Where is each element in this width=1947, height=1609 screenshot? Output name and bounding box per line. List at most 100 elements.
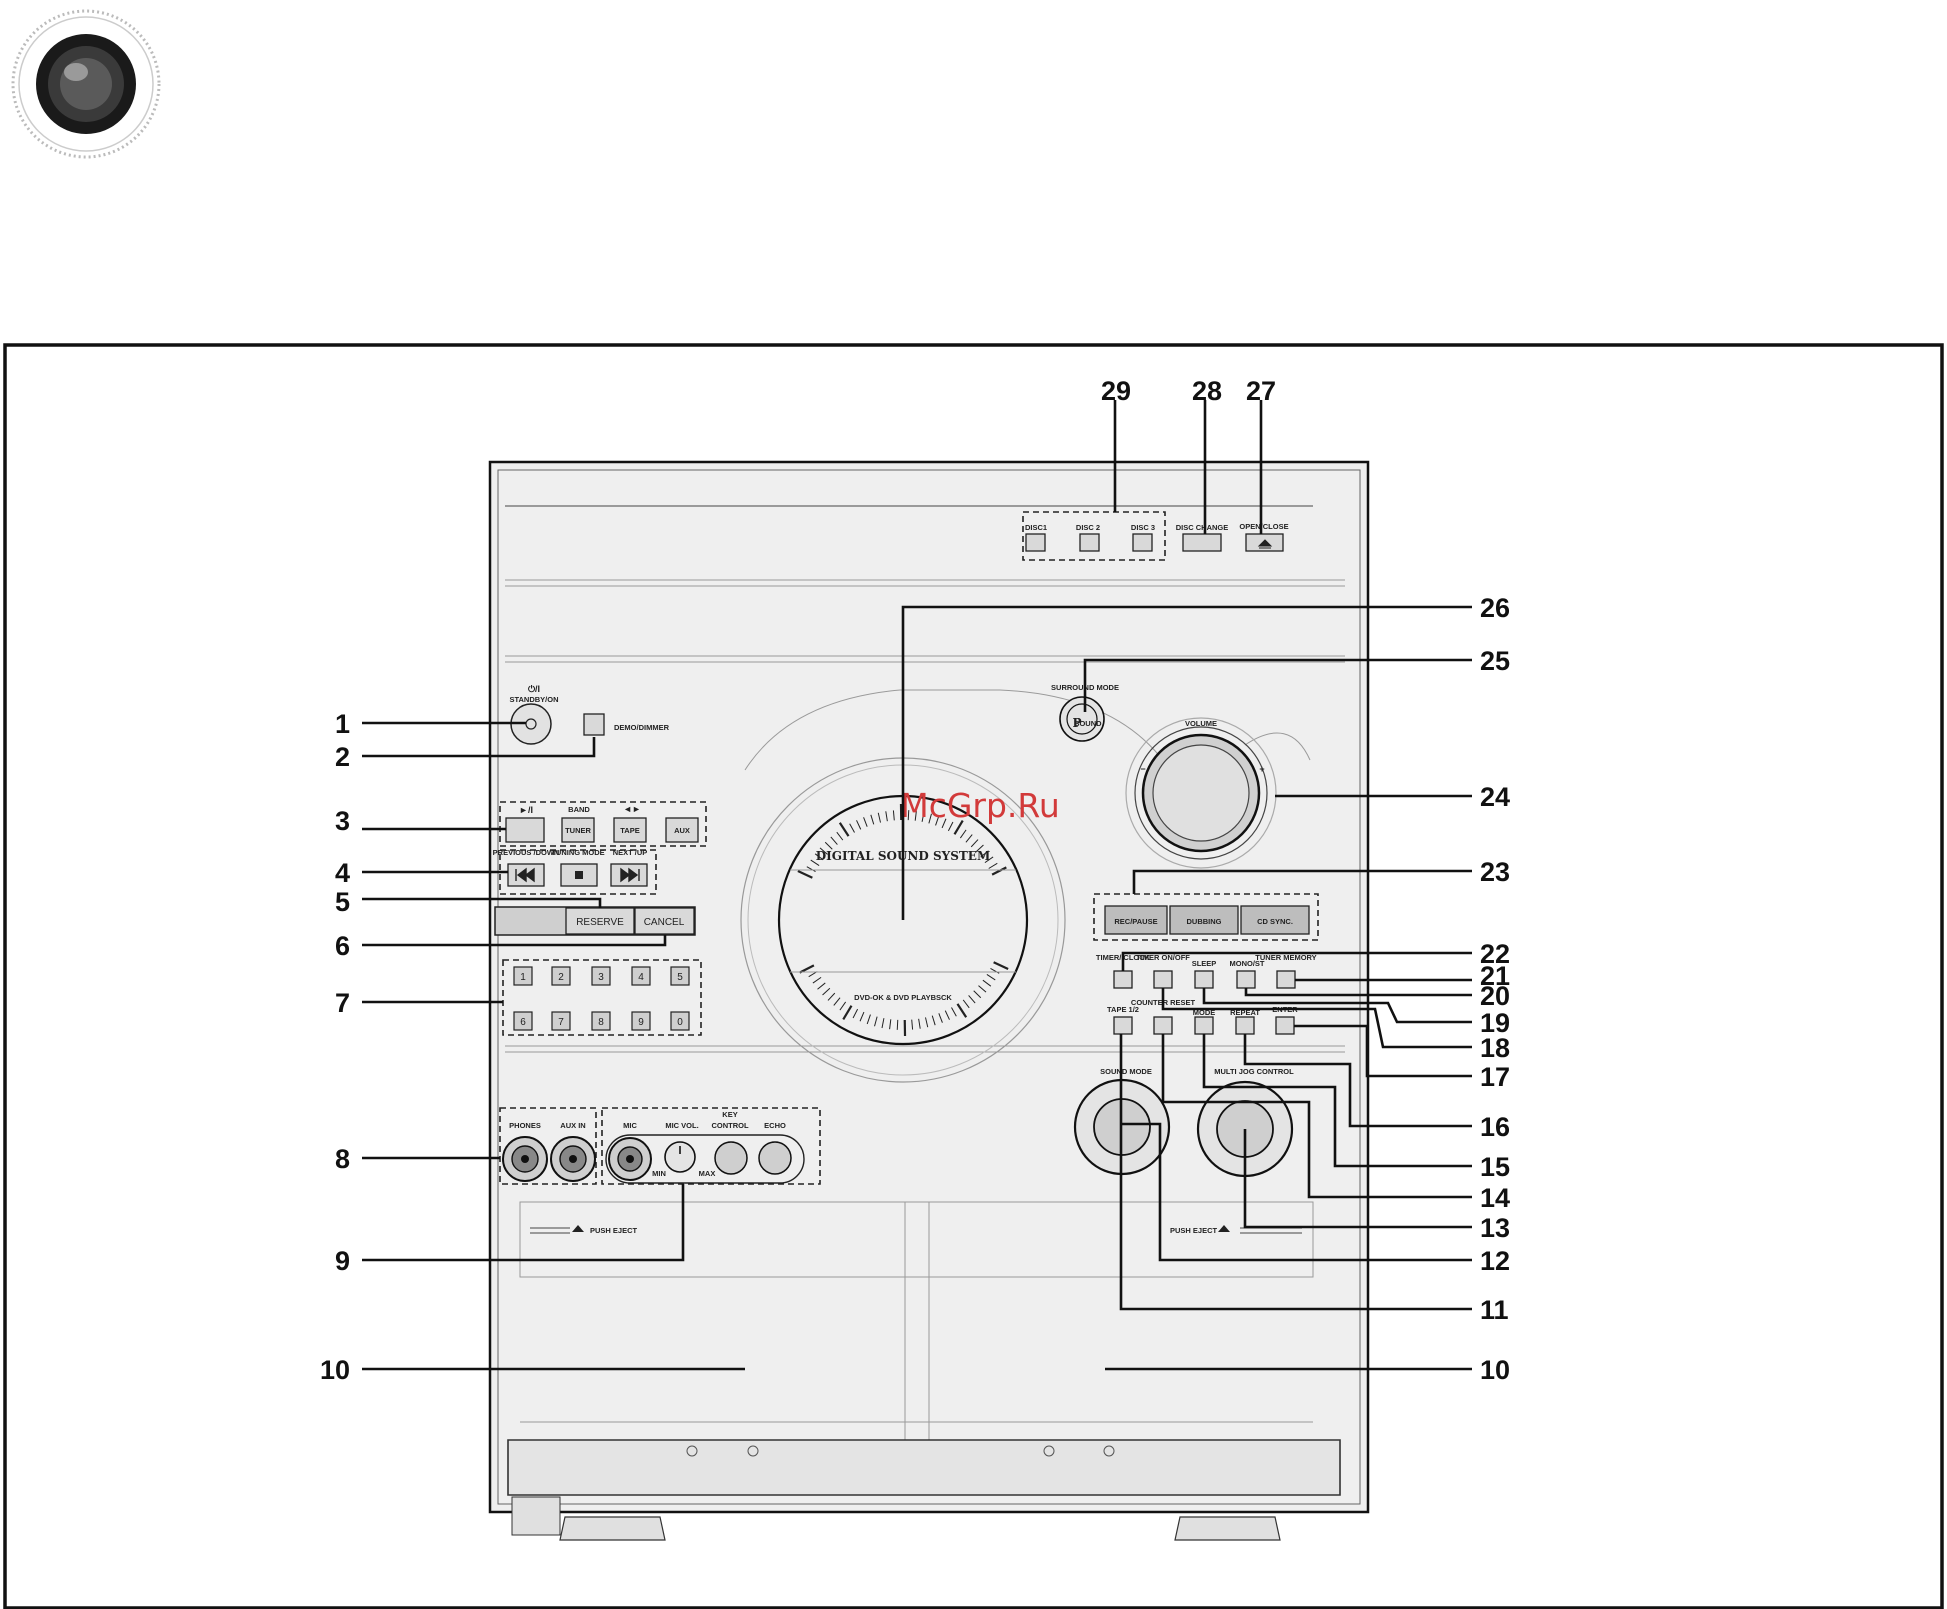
callout-15: 15 bbox=[1480, 1152, 1510, 1182]
dial-tick bbox=[827, 992, 836, 1001]
dial-tick bbox=[968, 995, 976, 1004]
demo-dimmer-button[interactable] bbox=[583, 713, 605, 736]
number-key-label: 4 bbox=[638, 972, 644, 983]
timer-on-off-button[interactable] bbox=[1153, 970, 1173, 989]
disc1-label: DISC1 bbox=[1025, 523, 1047, 532]
disc1-button[interactable] bbox=[1025, 533, 1046, 552]
dial-tick bbox=[941, 818, 947, 829]
dial-tick bbox=[931, 1015, 936, 1026]
next-up-label: NEXT /UP bbox=[613, 848, 648, 857]
number-key-9[interactable] bbox=[631, 1011, 651, 1031]
stop-icon bbox=[575, 871, 583, 879]
number-key-label: 1 bbox=[520, 972, 526, 983]
dial-tick bbox=[907, 810, 910, 821]
aux-in-label: AUX IN bbox=[560, 1121, 585, 1130]
dial-tick bbox=[866, 1014, 871, 1025]
dial-tick bbox=[944, 1010, 950, 1020]
callout-13: 13 bbox=[1480, 1213, 1510, 1243]
dial-tick bbox=[892, 810, 895, 821]
speaker-logo-icon bbox=[11, 9, 161, 159]
number-key-3[interactable] bbox=[591, 966, 611, 986]
number-key-4[interactable] bbox=[631, 966, 651, 986]
play-pause-button[interactable] bbox=[505, 817, 545, 843]
number-key-2[interactable] bbox=[551, 966, 571, 986]
push-eject-right-label: PUSH EJECT bbox=[1170, 1226, 1218, 1235]
dial-tick bbox=[938, 1013, 943, 1023]
tape-button[interactable] bbox=[613, 817, 647, 843]
dvd-playback-label: DVD-OK & DVD PLAYBSCK bbox=[854, 993, 952, 1002]
key-control-knob[interactable] bbox=[714, 1141, 748, 1175]
callout-5: 5 bbox=[335, 887, 350, 917]
open-close-label: OPEN/CLOSE bbox=[1239, 522, 1288, 531]
counter-reset-button[interactable] bbox=[1153, 1016, 1173, 1035]
dubbing-button[interactable] bbox=[1169, 905, 1239, 935]
disc3-button[interactable] bbox=[1132, 533, 1153, 552]
enter-button[interactable] bbox=[1275, 1016, 1295, 1035]
mic-vol-knob[interactable] bbox=[664, 1141, 696, 1173]
number-key-label: 9 bbox=[638, 1017, 644, 1028]
karaoke-group bbox=[601, 1107, 821, 1185]
mode-button[interactable] bbox=[1194, 1016, 1214, 1035]
number-key-label: 5 bbox=[677, 972, 683, 983]
number-key-6[interactable] bbox=[513, 1011, 533, 1031]
tuner-button[interactable] bbox=[561, 817, 595, 843]
callout-24: 24 bbox=[1480, 782, 1510, 812]
previous-down-label: PREVIOUS /DOWN bbox=[493, 848, 560, 857]
callout-7: 7 bbox=[335, 988, 350, 1018]
dial-tick bbox=[881, 1018, 885, 1029]
callout-14: 14 bbox=[1480, 1183, 1510, 1213]
tape-1-2-label: TAPE 1/2 bbox=[1107, 1005, 1139, 1014]
dial-tick bbox=[819, 847, 828, 855]
tuning-mode-label: TUNING MODE bbox=[551, 848, 604, 857]
cd-sync-button[interactable] bbox=[1240, 905, 1310, 935]
dial-tick bbox=[817, 982, 826, 990]
mono-st-button[interactable] bbox=[1236, 970, 1256, 989]
dial-tick bbox=[935, 815, 940, 826]
callout-8: 8 bbox=[335, 1144, 350, 1174]
tuner-memory-button[interactable] bbox=[1276, 970, 1296, 989]
dial-tick bbox=[870, 814, 875, 825]
number-key-7[interactable] bbox=[551, 1011, 571, 1031]
dial-tick bbox=[896, 1019, 899, 1030]
dial-tick bbox=[982, 979, 992, 987]
sleep-button[interactable] bbox=[1194, 970, 1214, 989]
sleep-label: SLEEP bbox=[1192, 959, 1217, 968]
number-key-5[interactable] bbox=[670, 966, 690, 986]
dial-tick bbox=[993, 961, 1009, 971]
echo-knob[interactable] bbox=[758, 1141, 792, 1175]
disc-change-button[interactable] bbox=[1182, 533, 1222, 552]
dial-tick bbox=[849, 823, 855, 833]
rec-pause-button[interactable] bbox=[1104, 905, 1168, 935]
number-key-1[interactable] bbox=[513, 966, 533, 986]
echo-label: ECHO bbox=[764, 1121, 786, 1130]
repeat-button[interactable] bbox=[1235, 1016, 1255, 1035]
unit-body bbox=[488, 460, 1370, 1541]
aux-button[interactable] bbox=[665, 817, 699, 843]
dial-tick bbox=[928, 813, 932, 824]
callout-12: 12 bbox=[1480, 1246, 1510, 1276]
number-key-8[interactable] bbox=[591, 1011, 611, 1031]
disc-change-label: DISC CHANGE bbox=[1176, 523, 1229, 532]
min-label: MIN bbox=[652, 1169, 666, 1178]
standby-symbol: ⏻/I bbox=[528, 684, 540, 694]
dial-tick bbox=[889, 1019, 892, 1030]
dial-tick bbox=[839, 1001, 847, 1011]
dial-tick bbox=[859, 1011, 865, 1022]
eject-icon bbox=[1257, 539, 1273, 549]
dial-tick bbox=[984, 856, 994, 864]
dial-tick bbox=[806, 866, 816, 872]
cancel-button[interactable] bbox=[634, 907, 695, 935]
tape-1-2-button[interactable] bbox=[1113, 1016, 1133, 1035]
callout-4: 4 bbox=[335, 858, 350, 888]
tuner-label: TUNER bbox=[565, 826, 591, 835]
key-control-top-label: KEY bbox=[722, 1110, 737, 1119]
p-sound-icon: P bbox=[1072, 716, 1081, 730]
dial-tick bbox=[988, 862, 998, 869]
disc2-button[interactable] bbox=[1079, 533, 1100, 552]
dial-ticks-bottom bbox=[799, 961, 1009, 1037]
timer-clock-button[interactable] bbox=[1113, 970, 1133, 989]
number-key-label: 7 bbox=[558, 1017, 564, 1028]
dial-tick bbox=[810, 859, 820, 866]
callout-28: 28 bbox=[1192, 376, 1222, 406]
number-key-0[interactable] bbox=[670, 1011, 690, 1031]
